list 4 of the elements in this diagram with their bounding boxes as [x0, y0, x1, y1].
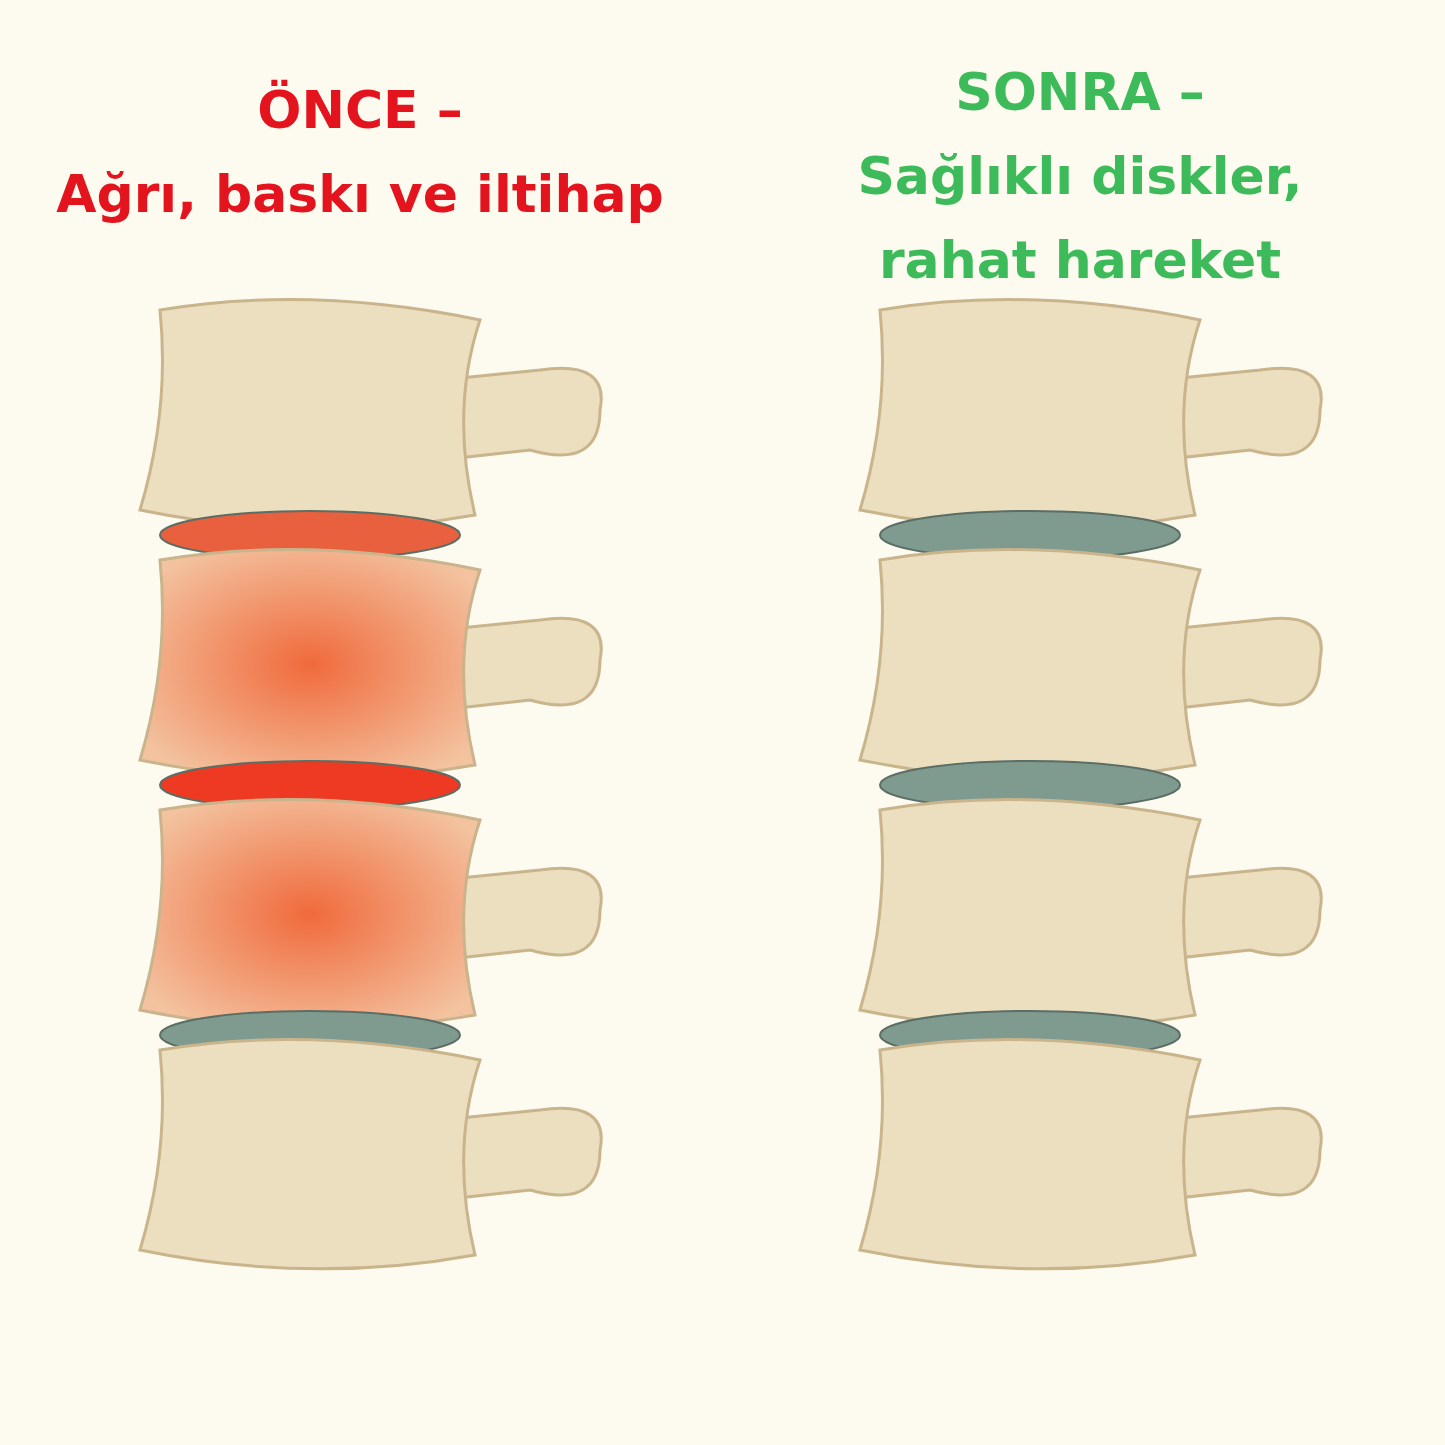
subheading: Sağlıklı diskler, rahat hareket — [856, 145, 1304, 292]
subheading: Ağrı, baskı ve iltihap — [55, 163, 665, 226]
heading: ÖNCE – — [256, 78, 464, 142]
heading: SONRA – — [954, 61, 1206, 124]
